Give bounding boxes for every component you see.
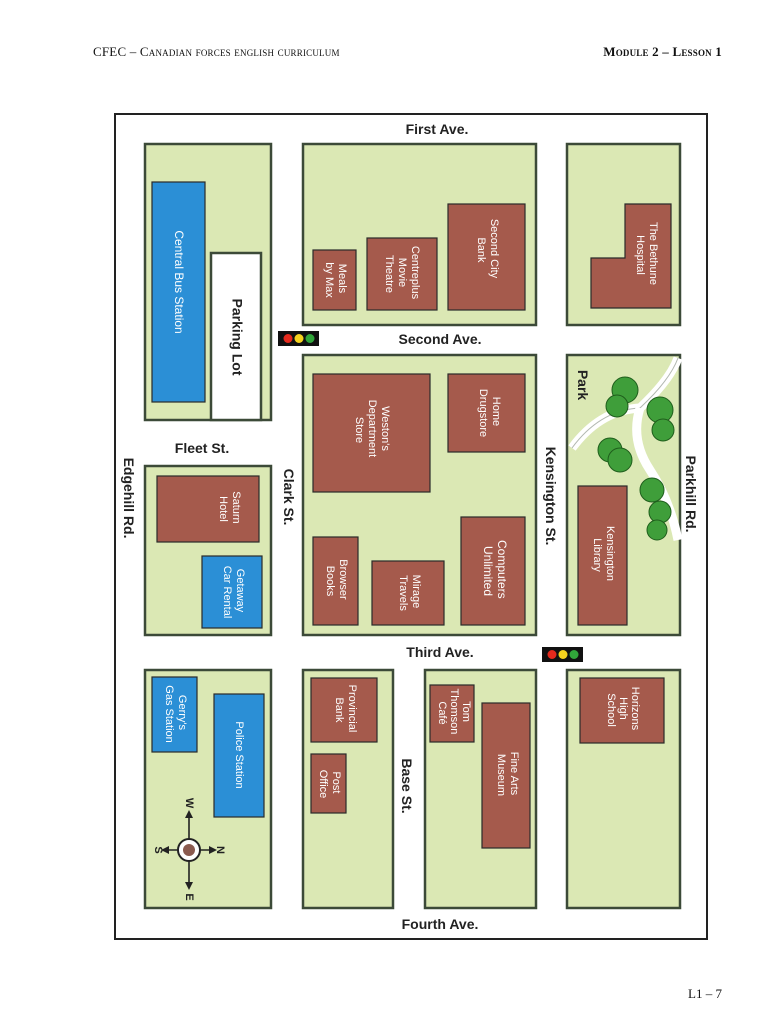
compass-north: N	[214, 846, 226, 854]
building-post-office[interactable]: Post Office	[310, 753, 347, 814]
tom-thomson-cafe-label: Tom Thomson Café	[436, 689, 472, 738]
provincial-bank-label: Provincial Bank	[333, 685, 358, 736]
westons-store-label: Weston's Department Store	[353, 400, 391, 461]
building-meals-by-max[interactable]: Meals by Max	[312, 249, 357, 311]
header-curriculum-title: CFEC – Canadian forces english curriculu…	[93, 44, 340, 59]
centreplus-theatre-label: Centreplus Movie Theatre	[383, 246, 421, 302]
kensington-library-label: Kensington Library	[591, 526, 616, 584]
compass-south: S	[152, 846, 164, 853]
tree-icon	[646, 519, 668, 541]
street-base-st: Base St.	[399, 758, 415, 813]
building-provincial-bank[interactable]: Provincial Bank	[310, 677, 378, 743]
central-bus-station-label: Central Bus Station	[172, 230, 186, 333]
header-module-lesson: Module 2 – Lesson 1	[603, 44, 722, 59]
building-saturn-hotel[interactable]: Saturn Hotel	[156, 475, 260, 543]
building-gerrys-gas-station[interactable]: Gerry's Gas Station	[151, 676, 198, 753]
street-first-ave: First Ave.	[406, 121, 469, 137]
post-office-label: Post Office	[317, 770, 342, 799]
park-trees	[597, 376, 675, 541]
traffic-light-icon	[278, 331, 319, 346]
tree-icon	[651, 418, 675, 442]
compass-west: W	[183, 798, 195, 809]
building-home-drugstore[interactable]: Home Drugstore	[447, 373, 526, 453]
building-getaway-car-rental[interactable]: Getaway Car Rental	[201, 555, 263, 629]
building-central-bus-station[interactable]: Central Bus Station	[151, 181, 206, 403]
building-horizons-high-school[interactable]: Horizons High School	[579, 677, 665, 744]
street-kensington-st: Kensington St.	[543, 447, 559, 546]
building-centreplus-theatre[interactable]: Centreplus Movie Theatre	[366, 237, 438, 311]
street-edgehill-rd: Edgehill Rd.	[121, 458, 137, 539]
street-third-ave: Third Ave.	[406, 644, 473, 660]
building-computers-unlimited[interactable]: Computers Unlimited	[460, 516, 526, 626]
park-label: Park	[575, 370, 591, 401]
street-fourth-ave: Fourth Ave.	[402, 916, 479, 932]
street-parkhill-rd: Parkhill Rd.	[683, 455, 699, 532]
page-number: L1 – 7	[688, 986, 722, 1001]
parking-lot-label: Parking Lot	[229, 298, 245, 375]
park-area	[568, 356, 683, 541]
gerrys-gas-station-label: Gerry's Gas Station	[163, 685, 188, 742]
traffic-light-icon	[542, 647, 583, 662]
meals-by-max-label: Meals by Max	[323, 262, 348, 298]
building-tom-thomson-cafe[interactable]: Tom Thomson Café	[429, 684, 475, 743]
parking-lot[interactable]: Parking Lot	[209, 251, 263, 422]
second-city-bank-label: Second City Bank	[475, 219, 500, 281]
building-westons-department-store[interactable]: Weston's Department Store	[312, 373, 431, 493]
street-clark-st: Clark St.	[281, 469, 297, 526]
tree-icon	[648, 500, 672, 524]
computers-unlimited-label: Computers Unlimited	[481, 540, 509, 602]
building-kensington-library[interactable]: Kensington Library	[577, 485, 628, 626]
saturn-hotel-label: Saturn Hotel	[217, 491, 242, 526]
bethune-hospital-label: The Bethune Hospital	[634, 222, 659, 288]
compass-rose-icon: W E S N	[152, 798, 226, 901]
horizons-high-school-label: Horizons High School	[605, 687, 641, 733]
mirage-travels-label: Mirage Travels	[397, 575, 422, 612]
building-bethune-hospital[interactable]: The Bethune Hospital	[590, 203, 672, 309]
getaway-car-rental-label: Getaway Car Rental	[221, 566, 246, 619]
building-browser-books[interactable]: Browser Books	[312, 536, 359, 626]
home-drugstore-label: Home Drugstore	[477, 389, 502, 437]
compass-east: E	[183, 893, 195, 900]
tree-icon	[605, 394, 629, 418]
browser-books-label: Browser Books	[324, 559, 349, 602]
police-station-label: Police Station	[233, 721, 245, 788]
fine-arts-museum-label: Fine Arts Museum	[495, 752, 520, 798]
building-fine-arts-museum[interactable]: Fine Arts Museum	[481, 702, 531, 849]
street-second-ave: Second Ave.	[399, 331, 482, 347]
building-mirage-travels[interactable]: Mirage Travels	[371, 560, 445, 626]
building-second-city-bank[interactable]: Second City Bank	[447, 203, 526, 311]
tree-icon	[607, 447, 633, 473]
building-police-station[interactable]: Police Station	[213, 693, 265, 818]
street-fleet-st: Fleet St.	[175, 440, 229, 456]
tree-icon	[639, 477, 665, 503]
